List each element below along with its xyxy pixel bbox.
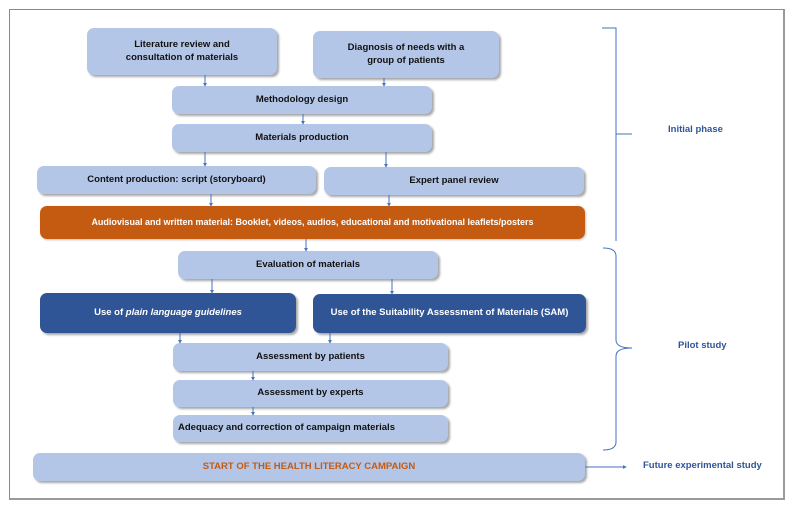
node-audiovisual-material-label: Audiovisual and written material: Bookle… [91, 217, 534, 228]
node-diagnosis-needs-label: Diagnosis of needs with a group of patie… [347, 41, 465, 66]
phase-label-pilot: Pilot study [678, 340, 727, 351]
node-evaluation-materials: Evaluation of materials [178, 251, 438, 279]
node-expert-panel-review: Expert panel review [324, 167, 584, 195]
node-content-production-label: Content production: script (storyboard) [87, 173, 266, 185]
node-plain-language: Use of plain language guidelines [40, 293, 296, 333]
node-adequacy-correction-label: Adequacy and correction of campaign mate… [178, 422, 395, 434]
node-campaign-start: START OF THE HEALTH LITERACY CAMPAIGN [33, 453, 585, 481]
node-sam: Use of the Suitability Assessment of Mat… [313, 294, 586, 333]
node-assessment-experts-label: Assessment by experts [257, 387, 364, 399]
node-assessment-patients: Assessment by patients [173, 343, 448, 371]
node-audiovisual-material: Audiovisual and written material: Bookle… [40, 206, 585, 239]
node-literature-review: Literature review and consultation of ma… [87, 28, 277, 75]
node-materials-production: Materials production [172, 124, 432, 152]
node-plain-language-italic: plain language guidelines [125, 306, 242, 318]
node-expert-panel-review-label: Expert panel review [409, 174, 499, 186]
node-sam-label: Use of the Suitability Assessment of Mat… [330, 307, 569, 319]
node-evaluation-materials-label: Evaluation of materials [255, 258, 360, 270]
node-adequacy-correction: Adequacy and correction of campaign mate… [173, 415, 448, 442]
node-plain-language-prefix: Use of [94, 306, 126, 318]
phase-label-future: Future experimental study [643, 460, 762, 471]
node-literature-review-label: Literature review and consultation of ma… [125, 38, 239, 63]
node-content-production: Content production: script (storyboard) [37, 166, 316, 194]
node-plain-language-label: Use of plain language guidelines [94, 307, 242, 320]
node-methodology-design-label: Methodology design [255, 93, 349, 105]
node-methodology-design: Methodology design [172, 86, 432, 114]
node-campaign-start-label: START OF THE HEALTH LITERACY CAMPAIGN [202, 460, 416, 472]
node-materials-production-label: Materials production [255, 131, 349, 143]
phase-label-initial: Initial phase [668, 124, 723, 135]
node-assessment-experts: Assessment by experts [173, 380, 448, 407]
node-diagnosis-needs: Diagnosis of needs with a group of patie… [313, 31, 499, 78]
node-assessment-patients-label: Assessment by patients [256, 350, 365, 362]
